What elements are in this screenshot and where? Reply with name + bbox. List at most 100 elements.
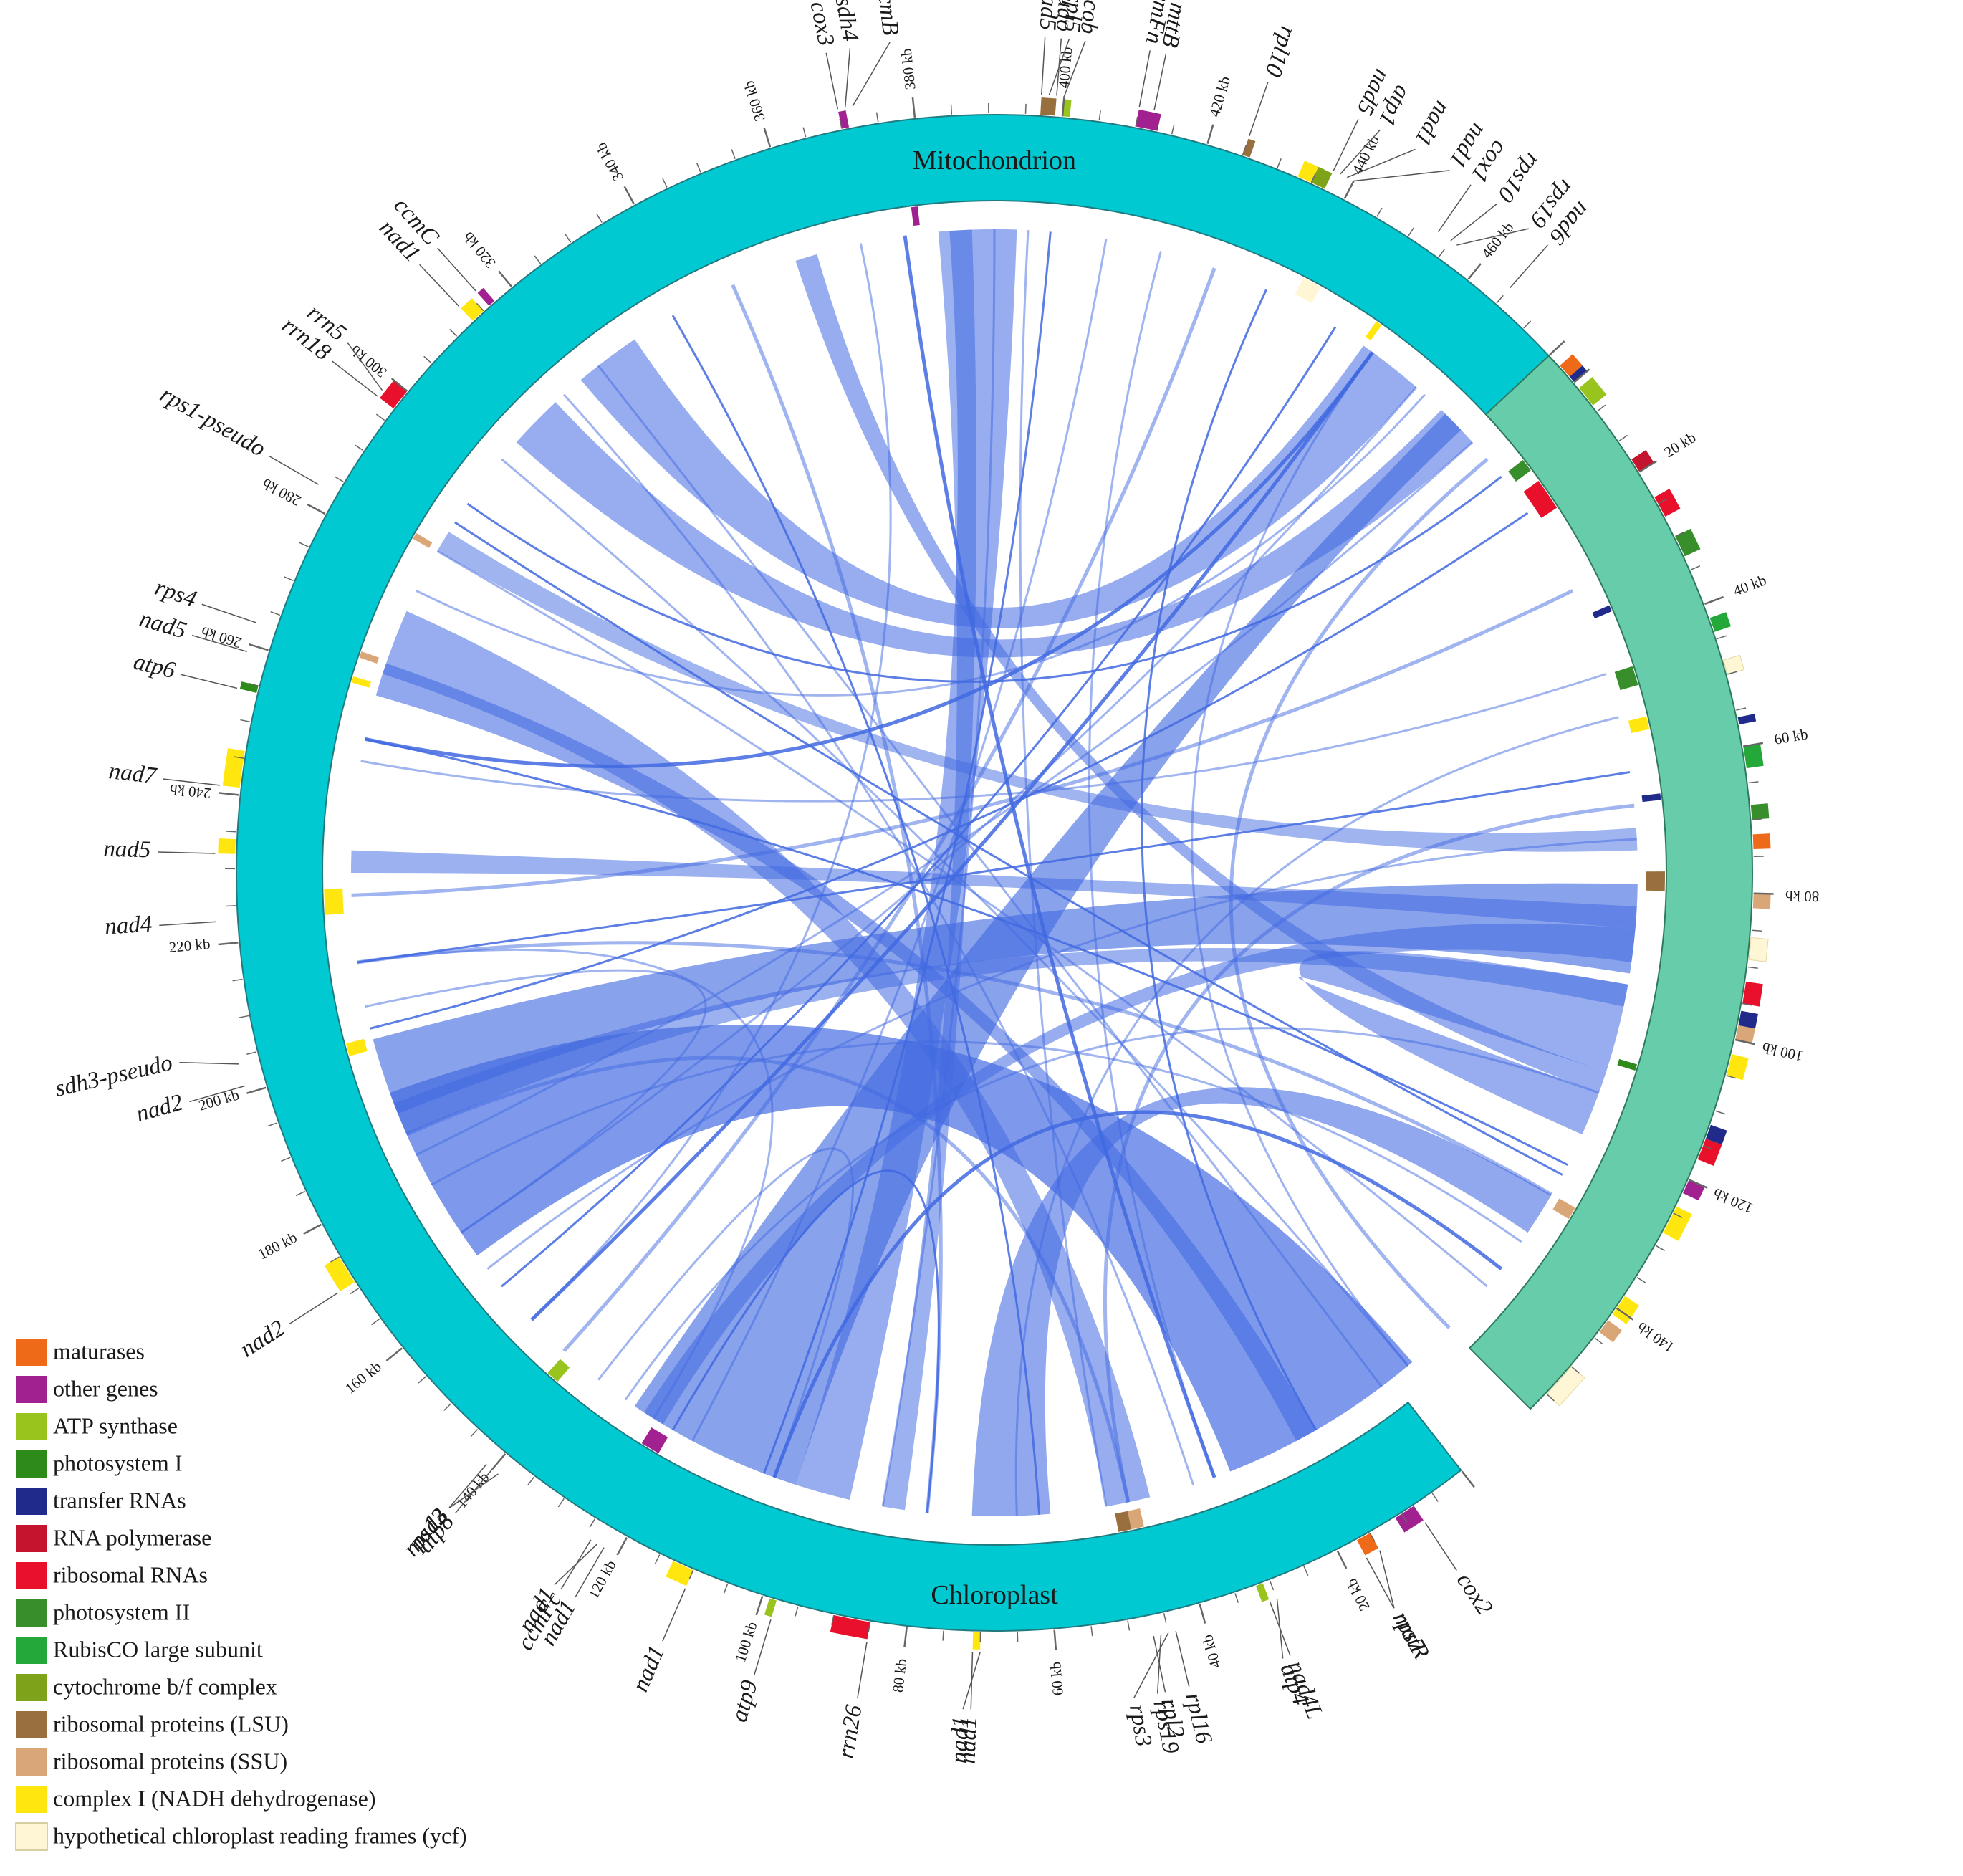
gene-label: rpl5 bbox=[1059, 0, 1088, 34]
chloro-gene-block bbox=[1654, 489, 1681, 517]
link-line-4 bbox=[731, 284, 943, 1513]
mito-gene-block bbox=[666, 1561, 693, 1587]
mito-tick bbox=[334, 476, 344, 482]
gene-leader-line bbox=[289, 1292, 338, 1325]
mito-tick bbox=[226, 831, 236, 833]
chloro-tick bbox=[1690, 565, 1701, 570]
mito-tick bbox=[284, 576, 294, 582]
gene-label: rps4 bbox=[152, 575, 200, 613]
mito-tick bbox=[375, 413, 385, 421]
chloro-tick-label: 80 kb bbox=[1785, 887, 1820, 905]
mito-tick-label: 360 kb bbox=[740, 79, 769, 123]
mito-tick bbox=[802, 127, 807, 138]
mito-tick bbox=[942, 1630, 944, 1641]
gene-label: cob bbox=[1075, 0, 1105, 35]
gene-label: sdh3-pseudo bbox=[53, 1050, 176, 1102]
mito-tick bbox=[498, 270, 512, 287]
gene-leader-line bbox=[189, 1085, 245, 1103]
legend-swatch bbox=[16, 1450, 47, 1478]
mito-tick bbox=[654, 1554, 661, 1564]
chloro-tick bbox=[1571, 1366, 1580, 1374]
link-line-36 bbox=[365, 351, 1374, 768]
link-line-25 bbox=[460, 386, 1418, 1234]
mito-tick bbox=[443, 1403, 452, 1411]
chloro-gene-block bbox=[1523, 481, 1558, 518]
mito-tick bbox=[219, 792, 239, 796]
mito-tick bbox=[795, 1606, 799, 1617]
gene-leader-line bbox=[852, 42, 891, 107]
mito-tick bbox=[1206, 124, 1214, 144]
mito-tick-label: 20 kb bbox=[1343, 1576, 1373, 1614]
chloro-gene-block bbox=[1560, 354, 1583, 377]
mito-tick bbox=[1496, 295, 1504, 304]
mito-tick bbox=[723, 1584, 729, 1594]
gene-leader-line bbox=[1138, 50, 1151, 107]
gene-label: atp9 bbox=[726, 1678, 763, 1726]
link-line-26 bbox=[416, 441, 1474, 1157]
gene-leader-line bbox=[1063, 40, 1086, 97]
mito-tick bbox=[1277, 158, 1282, 168]
mito-tick-label: 140 kb bbox=[453, 1469, 493, 1512]
mito-tick bbox=[662, 178, 668, 188]
mito-gene-block bbox=[547, 1359, 570, 1382]
mito-gene-block bbox=[477, 287, 495, 306]
mito-gene-block bbox=[1062, 99, 1072, 118]
link-line-31 bbox=[486, 838, 1637, 1270]
mito-tick bbox=[696, 163, 701, 173]
link-line-32 bbox=[405, 1056, 1131, 1503]
mito-tick bbox=[240, 719, 251, 723]
link-ribbon-0 bbox=[390, 1024, 1413, 1472]
gene-leader-line bbox=[1056, 38, 1062, 96]
mito-tick bbox=[1438, 248, 1446, 257]
gene-label: nad2 bbox=[133, 1090, 186, 1128]
mito-gene-block bbox=[1256, 1583, 1270, 1602]
mito-tick bbox=[565, 234, 572, 243]
chloro-tick bbox=[1736, 707, 1747, 711]
chloro-gene-block bbox=[1735, 1025, 1755, 1044]
mito-tick bbox=[1336, 1550, 1348, 1569]
legend-label: ATP synthase bbox=[53, 1412, 178, 1438]
gene-label: nad1 bbox=[628, 1642, 670, 1695]
legend-swatch bbox=[16, 1674, 47, 1701]
link-ribbon-8 bbox=[580, 339, 1417, 628]
gene-leader-line bbox=[1333, 118, 1359, 171]
mito-gene-block bbox=[1295, 277, 1321, 304]
gene-leader-line bbox=[332, 360, 378, 397]
mito-tick-label: 300 kb bbox=[347, 342, 390, 381]
legend-label: photosystem II bbox=[53, 1599, 190, 1624]
mito-gene-block bbox=[218, 838, 236, 854]
link-line-38 bbox=[563, 393, 1194, 1485]
mito-tick bbox=[1234, 1593, 1239, 1603]
mito-tick bbox=[868, 1622, 871, 1632]
gene-label: rps1-pseudo bbox=[155, 381, 269, 461]
mito-tick bbox=[1376, 207, 1383, 217]
mito-tick bbox=[476, 302, 484, 312]
mito-tick bbox=[1310, 173, 1316, 183]
link-line-30 bbox=[357, 771, 1631, 964]
gene-label: nad1 bbox=[955, 1716, 982, 1764]
gene-leader-line bbox=[1249, 81, 1269, 137]
mito-gene-block bbox=[413, 532, 433, 548]
mito-tick bbox=[246, 1086, 267, 1094]
mito-tick bbox=[1269, 1580, 1275, 1591]
mito-tick-label: 60 kb bbox=[1047, 1661, 1067, 1696]
gene-leader-line bbox=[419, 264, 460, 307]
mito-tick bbox=[1135, 116, 1138, 127]
mito-tick bbox=[1163, 1613, 1167, 1624]
gene-leader-line bbox=[1456, 228, 1529, 246]
chloro-gene-block bbox=[1641, 793, 1661, 803]
gene-leader-line bbox=[181, 674, 238, 689]
mito-gene-block bbox=[351, 676, 371, 688]
chloro-tick-label: 120 kb bbox=[1711, 1185, 1756, 1217]
chloro-gene-block bbox=[1743, 743, 1764, 769]
mito-tick bbox=[1127, 1620, 1131, 1631]
link-line-9 bbox=[501, 326, 1337, 1288]
chloro-tick bbox=[1656, 1245, 1666, 1251]
chloro-tick bbox=[1752, 818, 1762, 820]
link-line-1 bbox=[431, 1040, 1522, 1243]
mito-tick bbox=[903, 1627, 908, 1647]
legend-swatch bbox=[16, 1748, 47, 1776]
gene-label: matR bbox=[1388, 1607, 1434, 1663]
legend-label: ribosomal proteins (LSU) bbox=[53, 1710, 289, 1736]
